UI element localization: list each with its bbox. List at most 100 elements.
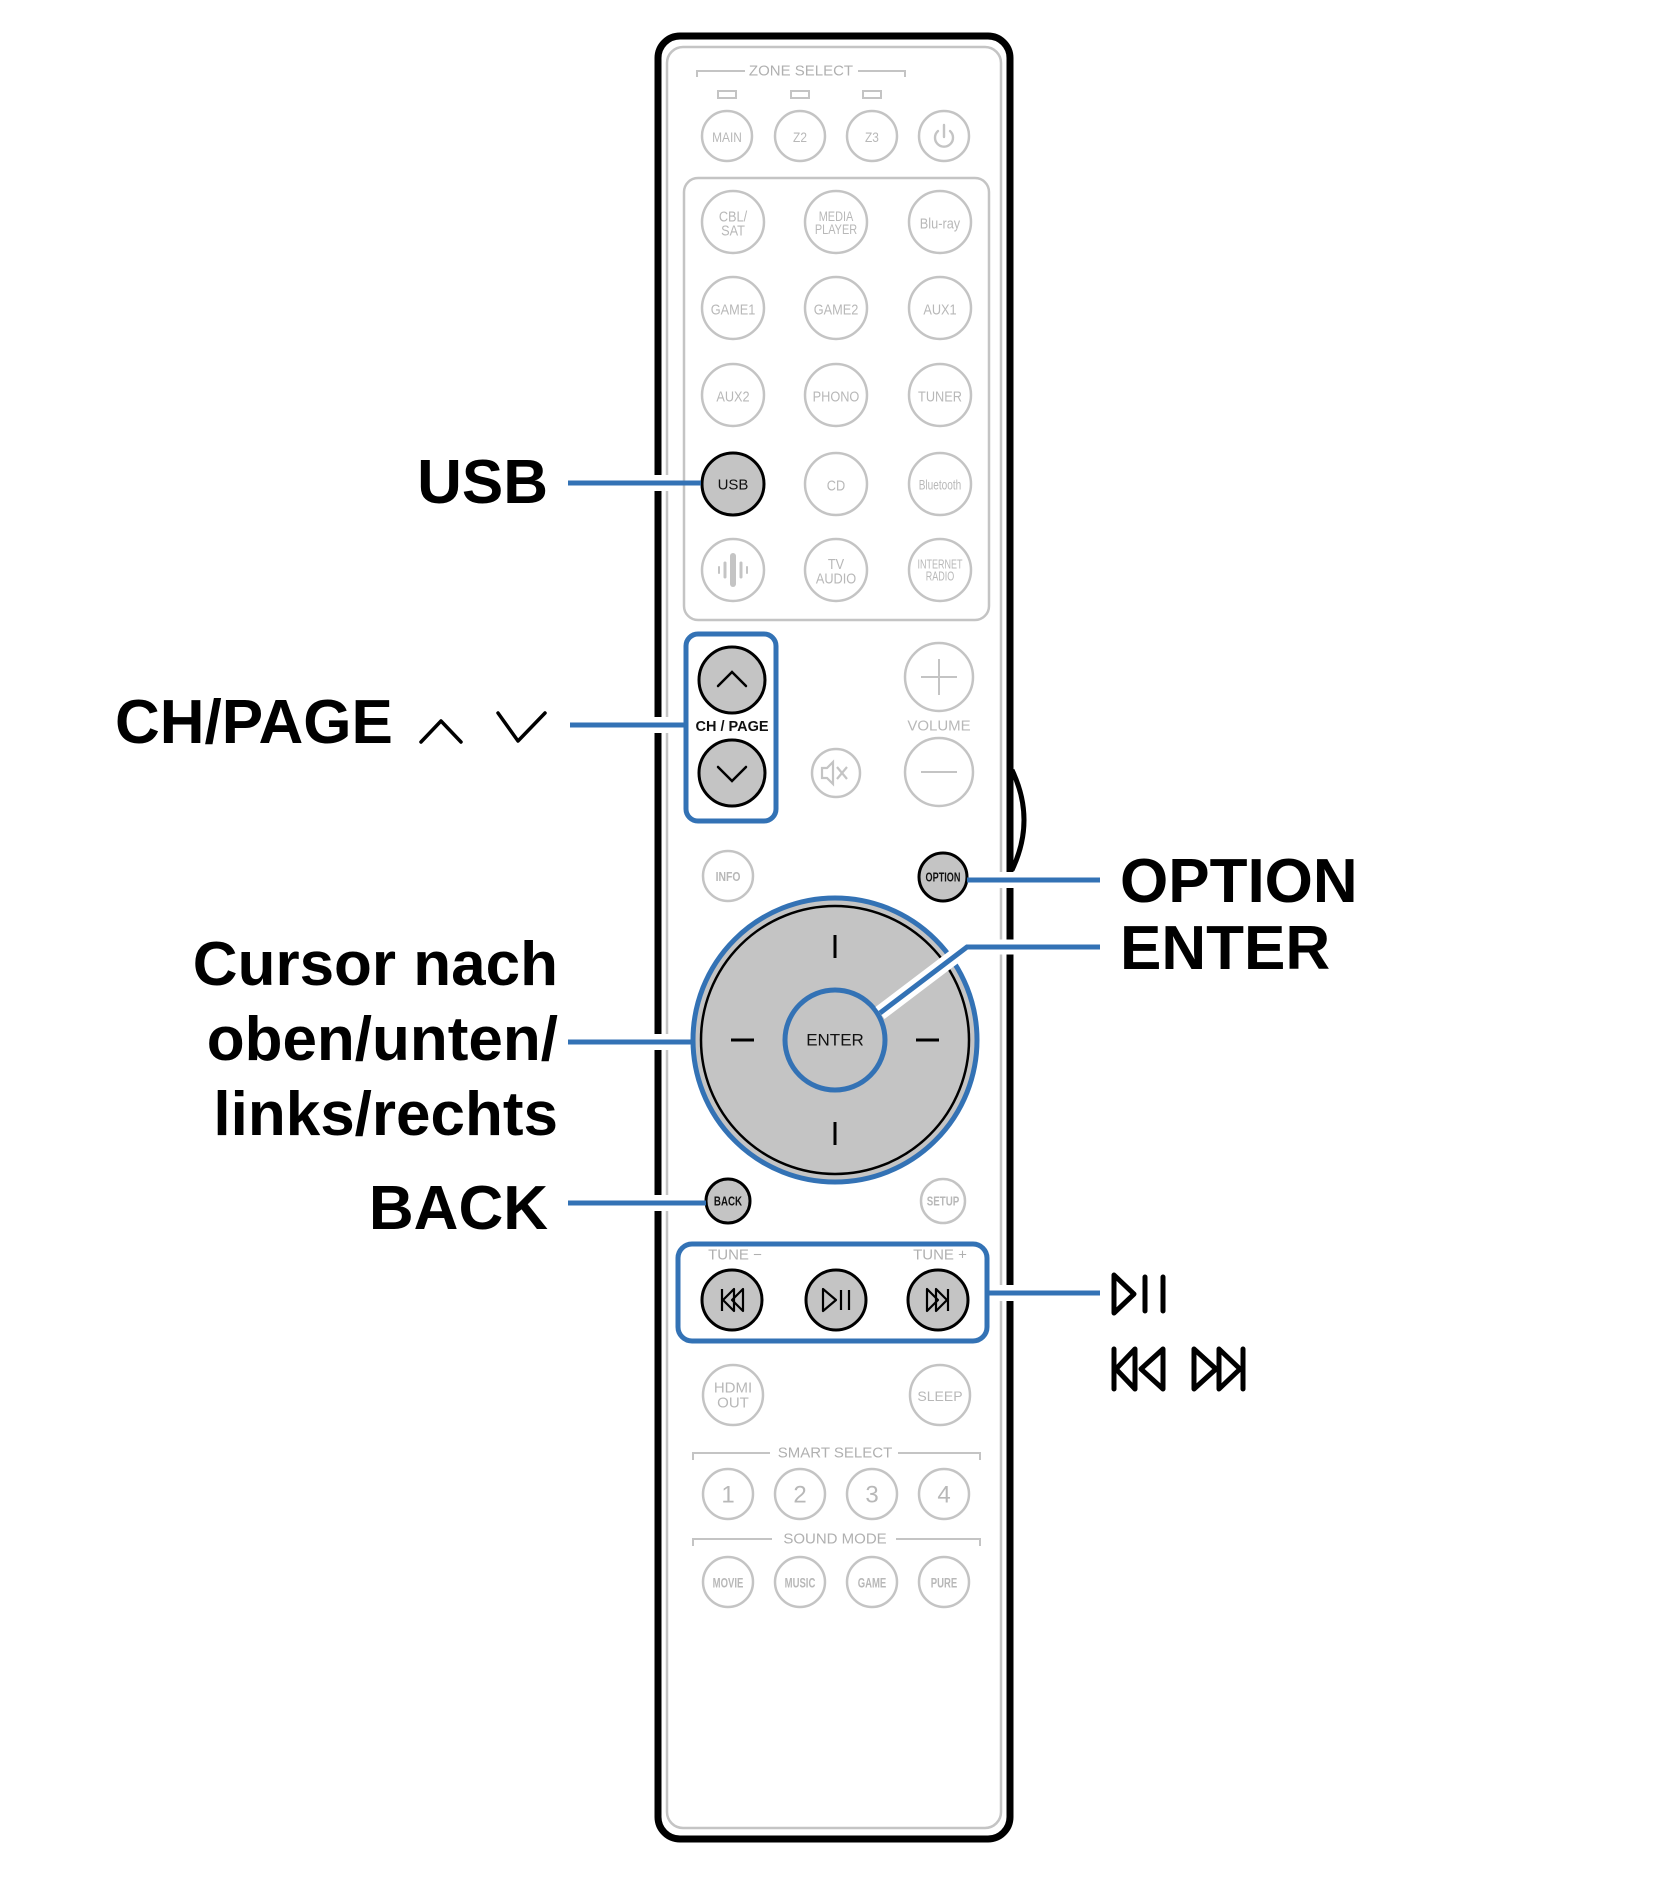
cursor-pad-ring — [699, 904, 971, 1176]
info-button[interactable]: INFO — [701, 849, 755, 903]
source-phono-button[interactable]: PHONO — [803, 362, 869, 428]
source-usb-button[interactable]: USB — [700, 451, 766, 517]
zone-z3-button[interactable]: Z3 — [845, 109, 899, 163]
zone-led-z3 — [862, 90, 882, 99]
ch-page-up-button[interactable] — [697, 645, 767, 715]
source-cd-button[interactable]: CD — [803, 451, 869, 517]
smart-select-1-label: 1 — [721, 1482, 734, 1509]
source-blu-ray-button[interactable]: Blu-ray — [907, 189, 973, 255]
play-pause-button[interactable] — [804, 1268, 868, 1332]
zone-main-button[interactable]: MAIN — [700, 109, 754, 163]
callout-option: OPTION — [1120, 847, 1358, 916]
sleep-label: SLEEP — [917, 1388, 962, 1404]
leader-lines — [568, 475, 1100, 1301]
sound-mode-label: SOUND MODE — [783, 1531, 886, 1548]
enter-button[interactable]: ENTER — [782, 987, 888, 1093]
mute-icon — [820, 759, 848, 787]
volume-down-button[interactable] — [903, 736, 975, 808]
callout-back: BACK — [369, 1174, 548, 1243]
sound-mode-game-label: GAME — [858, 1575, 887, 1591]
source-game1-button[interactable]: GAME1 — [700, 275, 766, 341]
option-button[interactable]: OPTION — [917, 851, 969, 903]
source-bluetooth-button[interactable]: Bluetooth — [907, 451, 973, 517]
smart-select-bracket — [692, 1452, 981, 1460]
source-cbl-sat-button[interactable]: CBL/SAT — [700, 189, 766, 255]
zone-select-group: ZONE SELECT MAIN Z2 Z3 — [696, 63, 971, 163]
back-button[interactable]: BACK — [704, 1177, 752, 1225]
hdmi-out-label-line2: OUT — [717, 1395, 749, 1412]
mute-button[interactable] — [810, 747, 862, 799]
source-usb-label: USB — [718, 477, 749, 494]
enter-label: ENTER — [806, 1031, 864, 1050]
next-button[interactable] — [906, 1268, 970, 1332]
smart-select-1-button[interactable]: 1 — [701, 1467, 755, 1521]
smart-select-3-button[interactable]: 3 — [845, 1467, 899, 1521]
tune-plus-label: TUNE + — [913, 1247, 967, 1264]
callout-cursor-line2: oben/unten/ — [207, 1005, 558, 1074]
chevron-up-icon — [716, 670, 748, 688]
sleep-button[interactable]: SLEEP — [908, 1363, 972, 1427]
skip-back-icon — [1111, 1346, 1166, 1392]
source-tv-audio-label: TV — [828, 555, 845, 572]
sound-mode-pure-button[interactable]: PURE — [917, 1555, 971, 1609]
smart-select-2-button[interactable]: 2 — [773, 1467, 827, 1521]
smart-select-4-label: 4 — [937, 1482, 950, 1509]
source-tuner-button[interactable]: TUNER — [907, 362, 973, 428]
callout-ch-page-text: CH/PAGE — [115, 688, 393, 757]
source-bluetooth-label: Bluetooth — [919, 477, 962, 493]
source-cbl-sat-label: SAT — [721, 222, 745, 239]
source-game2-label: GAME2 — [814, 300, 859, 317]
hdmi-out-button[interactable]: HDMI OUT — [701, 1363, 765, 1427]
sound-mode-bracket — [692, 1538, 981, 1546]
smart-select-4-button[interactable]: 4 — [917, 1467, 971, 1521]
callout-cursor-line3: links/rechts — [213, 1080, 558, 1149]
zone-z2-button[interactable]: Z2 — [773, 109, 827, 163]
skip-back-icon — [720, 1287, 745, 1313]
hdmi-out-label-line1: HDMI — [714, 1380, 752, 1397]
remote-inner-border — [665, 45, 1003, 1830]
chevron-down-icon — [716, 765, 748, 783]
power-icon — [933, 123, 955, 148]
side-bulge — [1009, 768, 1027, 872]
sound-mode-movie-label: MOVIE — [713, 1575, 744, 1591]
source-game2-button[interactable]: GAME2 — [803, 275, 869, 341]
setup-button[interactable]: SETUP — [919, 1177, 967, 1225]
source-heos-button[interactable] — [700, 537, 766, 603]
option-label: OPTION — [926, 871, 961, 885]
setup-label: SETUP — [927, 1195, 960, 1209]
zone-select-label: ZONE SELECT — [749, 63, 853, 80]
ch-page-down-button[interactable] — [697, 738, 767, 808]
smart-select-label: SMART SELECT — [778, 1445, 892, 1462]
back-label: BACK — [714, 1195, 743, 1209]
skip-forward-icon — [925, 1287, 950, 1313]
chevron-down-icon — [496, 711, 547, 743]
sound-mode-movie-button[interactable]: MOVIE — [701, 1555, 755, 1609]
zone-z2-label: Z2 — [793, 129, 807, 145]
volume-up-button[interactable] — [903, 641, 975, 713]
source-media-player-label: MEDIA — [819, 209, 854, 225]
sound-mode-music-label: MUSIC — [785, 1575, 816, 1591]
sound-mode-music-button[interactable]: MUSIC — [773, 1555, 827, 1609]
source-tuner-label: TUNER — [918, 387, 962, 404]
callout-transport-icons — [1111, 1272, 1246, 1392]
source-aux2-button[interactable]: AUX2 — [700, 362, 766, 428]
zone-main-label: MAIN — [712, 129, 742, 145]
smart-select-2-label: 2 — [793, 1482, 806, 1509]
zone-led-z2 — [790, 90, 810, 99]
zone-power-button[interactable] — [917, 109, 971, 163]
source-aux1-button[interactable]: AUX1 — [907, 275, 973, 341]
ch-page-label: CH / PAGE — [695, 719, 768, 735]
info-label: INFO — [716, 870, 741, 884]
sound-mode-pure-label: PURE — [931, 1575, 957, 1591]
callout-usb: USB — [417, 448, 548, 517]
sound-mode-game-button[interactable]: GAME — [845, 1555, 899, 1609]
previous-button[interactable] — [700, 1268, 764, 1332]
source-section-box — [682, 176, 991, 622]
source-aux2-label: AUX2 — [716, 387, 750, 404]
chevron-up-icon — [419, 719, 463, 744]
smart-select-3-label: 3 — [865, 1482, 878, 1509]
